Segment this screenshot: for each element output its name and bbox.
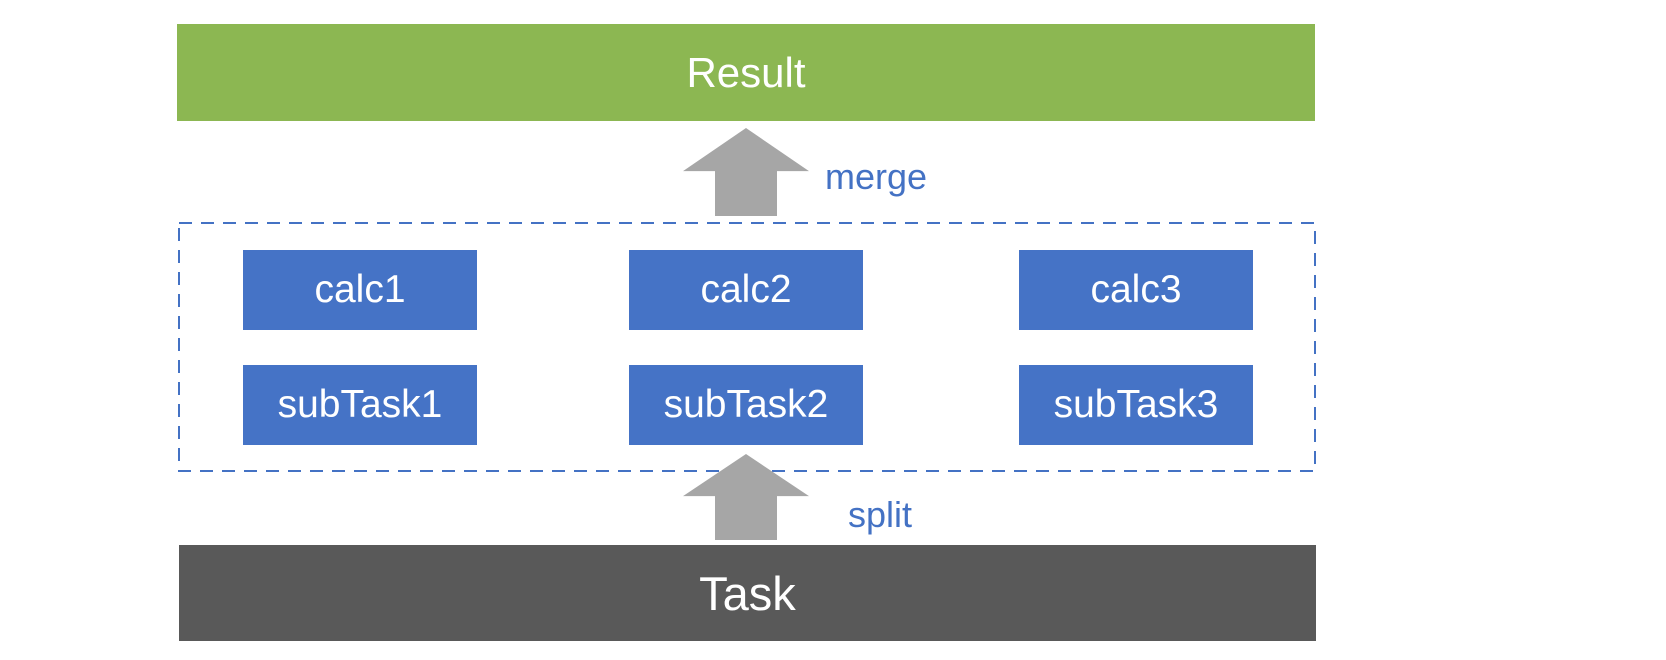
calc3-node: calc3 xyxy=(1019,250,1253,330)
merge-label: merge xyxy=(825,156,928,197)
calc1-label: calc1 xyxy=(314,268,406,311)
calc3-label: calc3 xyxy=(1090,268,1182,311)
split-label: split xyxy=(848,494,913,535)
calc2-node: calc2 xyxy=(629,250,863,330)
subtask3-label: subTask3 xyxy=(1053,383,1219,426)
task-label: Task xyxy=(699,566,796,620)
subtask1-label: subTask1 xyxy=(277,383,443,426)
subtask3-node: subTask3 xyxy=(1019,365,1253,445)
calc2-label: calc2 xyxy=(700,268,792,311)
subtask-group-outline xyxy=(178,222,1316,472)
task-bar: Task xyxy=(179,545,1316,641)
subtask2-node: subTask2 xyxy=(629,365,863,445)
dashed-border xyxy=(178,222,1316,472)
calc1-node: calc1 xyxy=(243,250,477,330)
merge-up-arrow-icon xyxy=(683,128,809,216)
result-bar: Result xyxy=(177,24,1315,121)
subtask1-node: subTask1 xyxy=(243,365,477,445)
subtask2-label: subTask2 xyxy=(663,383,829,426)
result-label: Result xyxy=(686,48,806,96)
